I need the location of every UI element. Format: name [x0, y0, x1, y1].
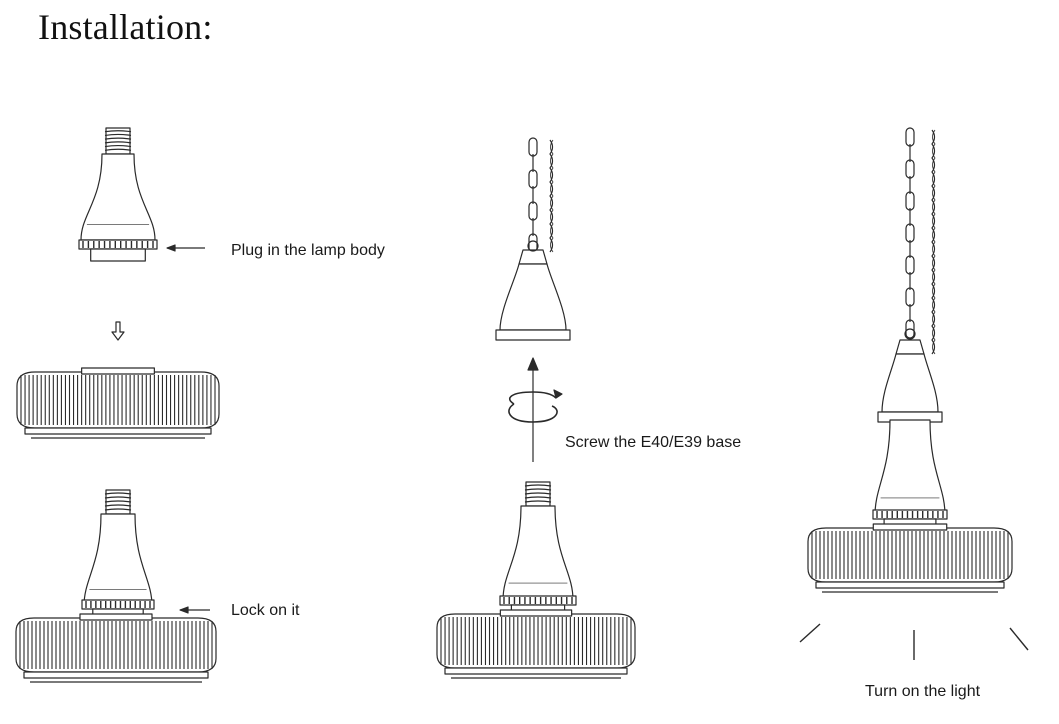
pointer-arrow-icon: [166, 244, 205, 252]
pointer-arrow-icon: [179, 606, 210, 614]
step-label-turn-on: Turn on the light: [865, 683, 981, 700]
pendant-socket-figure: [495, 137, 571, 341]
lamp-ready-figure: [436, 481, 636, 679]
step-label-plug-in: Plug in the lamp body: [231, 242, 385, 259]
heat-sink-figure: [16, 367, 220, 439]
hanging-lamp-figure: [807, 127, 1013, 593]
step-label-screw-base: Screw the E40/E39 base: [565, 434, 742, 451]
down-arrow-icon: [111, 321, 125, 341]
light-rays: [799, 623, 1029, 660]
page-title: Installation:: [38, 7, 213, 47]
assembled-lamp-figure: [15, 489, 217, 683]
lamp-body-figure: [78, 127, 205, 262]
rotate-icon: [508, 389, 563, 423]
up-arrow-icon: [527, 357, 539, 462]
step-label-lock-on: Lock on it: [231, 602, 300, 619]
